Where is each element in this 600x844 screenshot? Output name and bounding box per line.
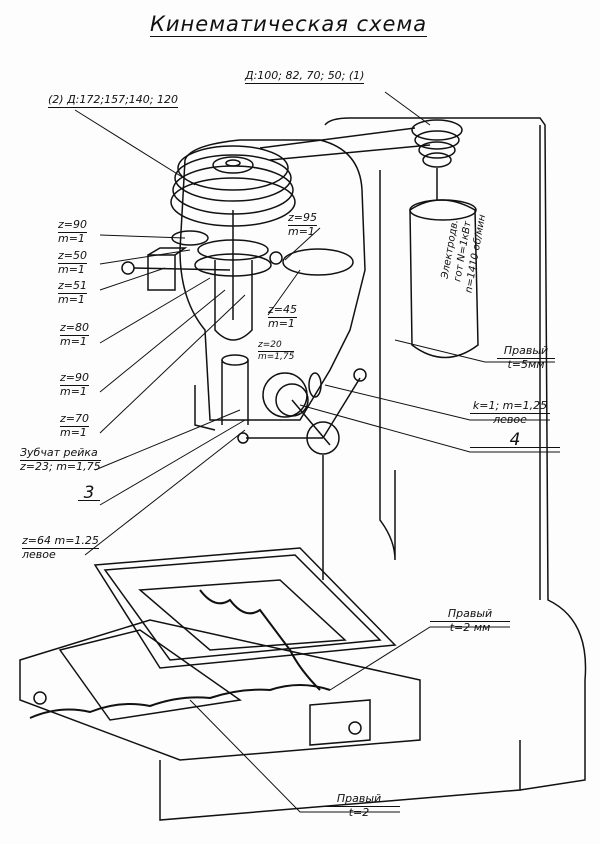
label-pulley-2: (2) Д:172;157;140; 120: [48, 93, 178, 108]
belt: [259, 127, 431, 161]
head-housing: [179, 139, 366, 421]
feed-screw: [29, 684, 331, 719]
label-part-3: 3: [78, 485, 100, 502]
label-pulley-1: Д:100; 82, 70; 50; (1): [245, 69, 365, 84]
column: [324, 117, 587, 791]
motor-pulley: [411, 119, 463, 200]
work-table: [19, 547, 521, 821]
diagram-title: Кинематическая схема: [150, 12, 428, 37]
label-part-4: 4: [470, 432, 560, 449]
